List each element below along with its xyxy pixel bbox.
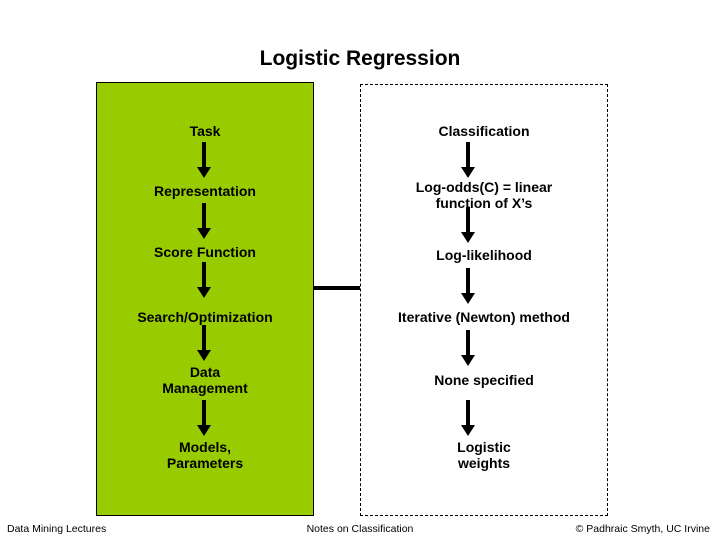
arrow-head: [197, 350, 211, 361]
arrow-shaft: [202, 142, 206, 168]
right-row-logistic-weights: Logistic weights: [457, 439, 511, 471]
left-row-models-parameters: Models, Parameters: [166, 439, 244, 471]
left-row-search-optimization: Search/Optimization: [137, 309, 273, 325]
slide-title: Logistic Regression: [259, 47, 461, 70]
down-arrow-icon: [461, 330, 475, 366]
arrow-head: [197, 228, 211, 239]
arrow-shaft: [466, 400, 470, 426]
right-row-none-specified: None specified: [434, 372, 534, 388]
arrow-head: [461, 425, 475, 436]
footer-notes-title: Notes on Classification: [306, 523, 414, 535]
arrow-shaft: [202, 400, 206, 426]
arrow-shaft: [466, 142, 470, 168]
arrow-shaft: [466, 330, 470, 356]
right-row-classification: Classification: [438, 123, 530, 139]
left-row-score-function: Score Function: [154, 244, 256, 260]
footer-lecture-series: Data Mining Lectures: [7, 523, 107, 535]
arrow-shaft: [202, 325, 206, 351]
right-row-log-likelihood: Log-likelihood: [436, 247, 532, 263]
arrow-shaft: [202, 262, 206, 288]
arrow-head: [197, 287, 211, 298]
arrow-shaft: [466, 268, 470, 294]
left-row-data-management: Data Management: [162, 364, 248, 396]
footer-copyright: © Padhraic Smyth, UC Irvine: [575, 523, 710, 535]
arrow-shaft: [466, 207, 470, 233]
right-row-log-odds: Log-odds(C) = linear function of X’s: [415, 179, 553, 211]
arrow-head: [461, 293, 475, 304]
arrow-head: [461, 167, 475, 178]
down-arrow-icon: [461, 400, 475, 436]
down-arrow-icon: [197, 400, 211, 436]
down-arrow-icon: [197, 142, 211, 178]
left-row-task: Task: [189, 123, 221, 139]
arrow-shaft: [202, 203, 206, 229]
down-arrow-icon: [197, 325, 211, 361]
right-row-iterative-newton-method: Iterative (Newton) method: [398, 309, 570, 325]
panel-connector-line: [313, 286, 360, 290]
arrow-head: [461, 232, 475, 243]
down-arrow-icon: [197, 262, 211, 298]
down-arrow-icon: [461, 207, 475, 243]
down-arrow-icon: [197, 203, 211, 239]
down-arrow-icon: [461, 268, 475, 304]
arrow-head: [197, 167, 211, 178]
arrow-head: [461, 355, 475, 366]
arrow-head: [197, 425, 211, 436]
down-arrow-icon: [461, 142, 475, 178]
left-row-representation: Representation: [154, 183, 256, 199]
right-panel-box: [360, 84, 608, 516]
